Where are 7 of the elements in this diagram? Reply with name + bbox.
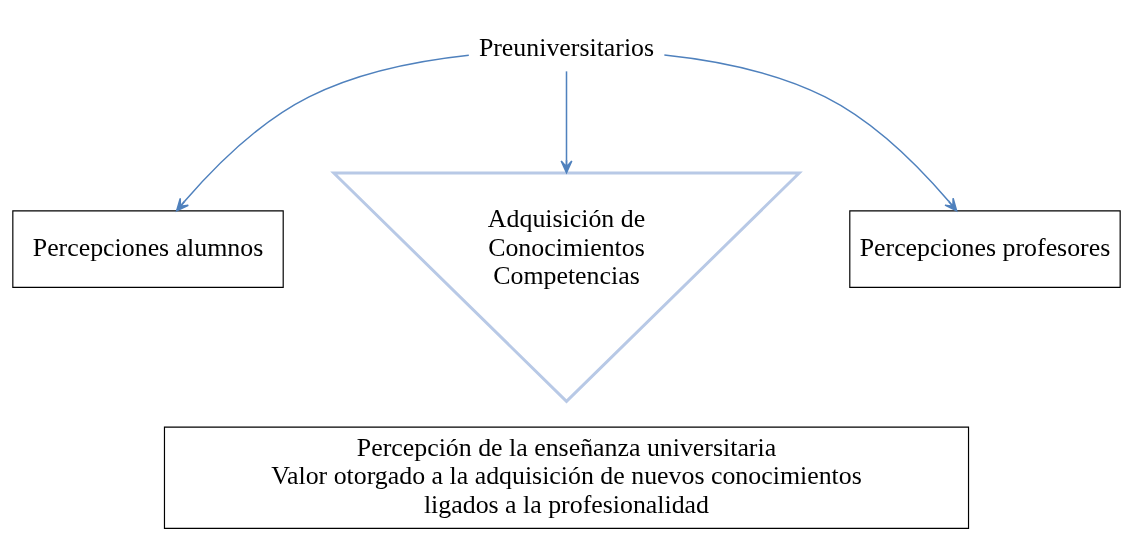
- node-box: Percepción de la enseñanza universitaria Valor otorgado a la adquisición de nuevos conocimientos ligados a la profesionalidad: [163, 426, 970, 529]
- node-text: Preuniversitarios: [478, 32, 655, 62]
- node-box: Percepciones profesores: [849, 209, 1121, 288]
- arrow: [663, 53, 958, 211]
- arrow: [175, 53, 470, 211]
- arrow: [560, 70, 573, 173]
- node-box: Percepciones alumnos: [12, 209, 284, 288]
